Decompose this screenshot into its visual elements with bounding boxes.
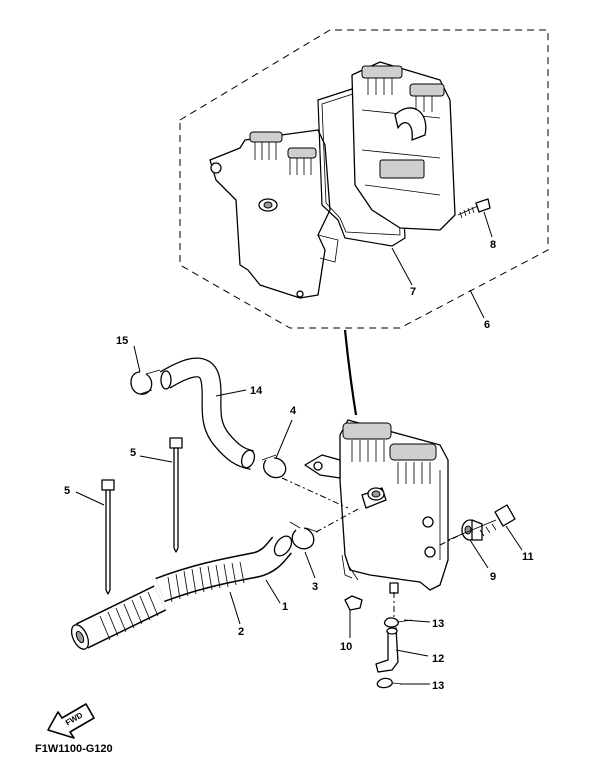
leader-lines bbox=[75, 345, 523, 685]
callout-3: 3 bbox=[312, 581, 318, 593]
hose-1 bbox=[155, 535, 293, 603]
callout-14: 14 bbox=[250, 385, 263, 397]
hose-clip-15 bbox=[130, 369, 161, 395]
grommet-9 bbox=[461, 519, 483, 541]
screw-8 bbox=[457, 198, 491, 219]
hose-12 bbox=[375, 627, 399, 673]
callout-13-upper: 13 bbox=[432, 618, 444, 630]
bolt-11 bbox=[447, 504, 516, 541]
callout-13-lower: 13 bbox=[432, 680, 444, 692]
clip-13-upper bbox=[383, 617, 413, 628]
callout-8: 8 bbox=[490, 239, 496, 251]
callout-11: 11 bbox=[522, 551, 534, 563]
callout-1: 1 bbox=[282, 601, 288, 613]
fwd-arrow-icon: FWD bbox=[47, 703, 95, 739]
upper-silencer-rear bbox=[351, 61, 456, 231]
callout-5-lower: 5 bbox=[64, 485, 70, 497]
cable-tie-5a bbox=[169, 437, 183, 553]
clip-13-lower bbox=[376, 677, 405, 689]
hose-2 bbox=[70, 585, 167, 650]
cable-tie-5b bbox=[101, 479, 115, 595]
assembly-boundary-dashed bbox=[179, 29, 549, 329]
callout-7: 7 bbox=[410, 286, 416, 298]
callout-5-upper: 5 bbox=[130, 447, 136, 459]
callout-2: 2 bbox=[238, 626, 244, 638]
callout-12: 12 bbox=[432, 653, 444, 665]
callout-15: 15 bbox=[116, 335, 128, 347]
hose-clip-3 bbox=[289, 521, 319, 550]
hose-14 bbox=[159, 357, 256, 470]
lower-silencer bbox=[304, 419, 449, 594]
diagram-code: F1W1100-G120 bbox=[35, 743, 113, 755]
callout-9: 9 bbox=[490, 571, 496, 583]
upper-silencer-front bbox=[209, 129, 339, 299]
callout-4: 4 bbox=[290, 405, 297, 417]
plug-10 bbox=[344, 595, 363, 611]
hose-clip-4 bbox=[261, 454, 287, 479]
callout-6: 6 bbox=[484, 319, 490, 331]
callout-10: 10 bbox=[340, 641, 352, 653]
